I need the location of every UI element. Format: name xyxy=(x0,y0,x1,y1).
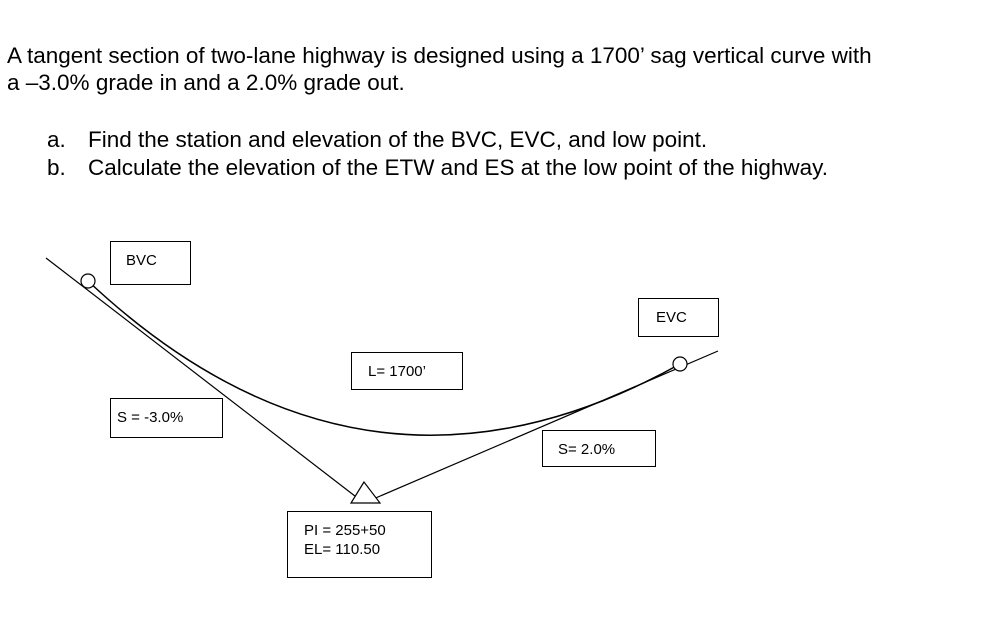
pi-triangle-marker xyxy=(349,480,382,504)
grade-out-tangent xyxy=(363,350,719,504)
problem-line-1: A tangent section of two-lane highway is… xyxy=(7,43,872,68)
grade-out-label-box: S= 2.0% xyxy=(542,430,656,467)
evc-point-marker xyxy=(672,356,688,372)
length-label-box: L= 1700’ xyxy=(351,352,463,390)
part-b-text: Calculate the elevation of the ETW and E… xyxy=(88,155,829,180)
part-a: a. Find the station and elevation of the… xyxy=(47,126,828,154)
problem-parts: a. Find the station and elevation of the… xyxy=(47,126,828,182)
pi-elevation-label: EL= 110.50 xyxy=(304,541,381,558)
part-a-text: Find the station and elevation of the BV… xyxy=(88,127,708,152)
grade-in-label-box: S = -3.0% xyxy=(110,398,223,438)
problem-line-2: a –3.0% grade in and a 2.0% grade out. xyxy=(7,70,405,95)
bvc-label-box: BVC xyxy=(110,241,191,285)
curve-length-label: L= 1700’ xyxy=(368,363,426,380)
grade-in-tangent xyxy=(45,257,365,504)
evc-label-box: EVC xyxy=(638,298,719,337)
evc-label: EVC xyxy=(656,309,687,326)
part-b-letter: b. xyxy=(47,155,66,180)
pi-station-label: PI = 255+50 xyxy=(304,522,386,539)
grade-in-label: S = -3.0% xyxy=(117,409,184,426)
bvc-label: BVC xyxy=(126,252,157,269)
part-b: b. Calculate the elevation of the ETW an… xyxy=(47,154,828,182)
grade-out-label: S= 2.0% xyxy=(558,441,616,458)
sag-vertical-curve xyxy=(87,280,681,436)
part-a-letter: a. xyxy=(47,127,66,152)
problem-statement: A tangent section of two-lane highway is… xyxy=(7,42,977,96)
pi-label-box: PI = 255+50 EL= 110.50 xyxy=(287,511,432,578)
bvc-point-marker xyxy=(80,273,96,289)
